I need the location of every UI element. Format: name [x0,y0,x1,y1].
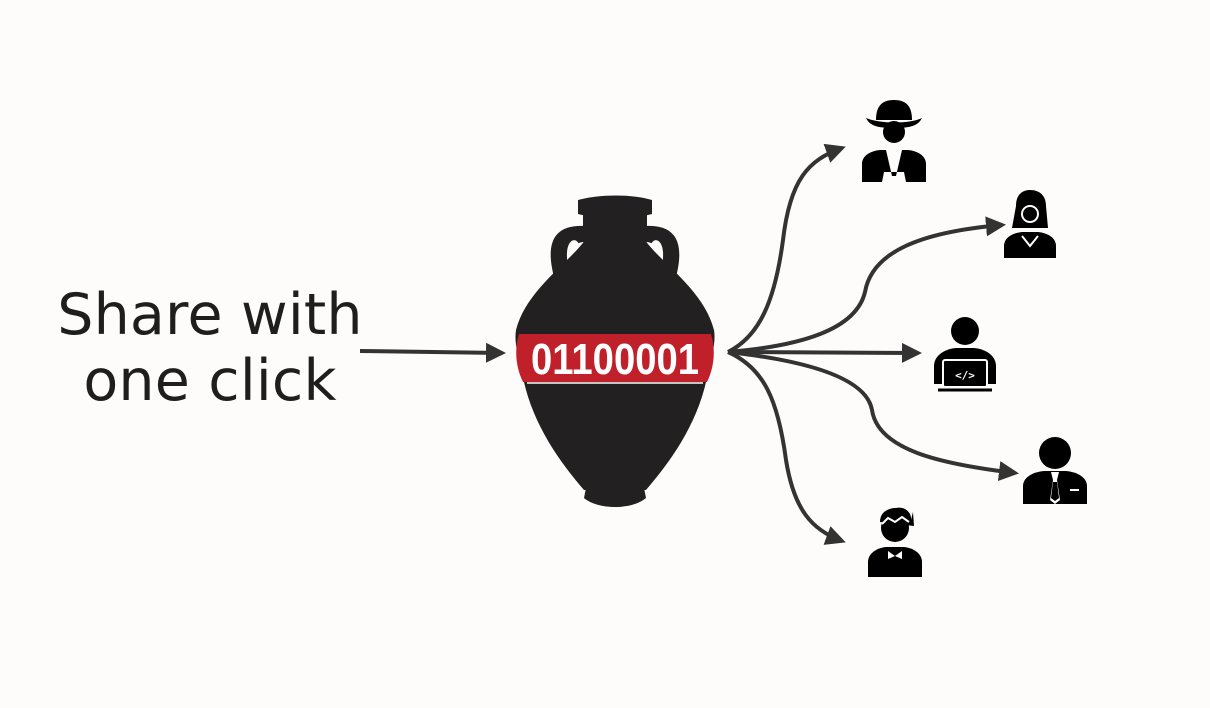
arrow-to-businessman [727,350,1019,482]
arrow-to-detective [727,143,846,354]
arrow-to-young-man [727,350,846,545]
developer-icon: </> [934,317,996,392]
binary-label: 01100001 [531,335,699,384]
output-arrows [727,143,1019,545]
arrow-to-developer [727,342,922,363]
caption-line-2: one click [83,348,337,414]
share-caption: Share with one click [40,282,380,414]
arrow-to-woman [727,216,1006,354]
input-arrow [359,342,506,363]
woman-icon [1004,190,1056,258]
code-symbol-icon: </> [955,369,975,382]
young-man-icon [868,507,922,577]
binary-band: 01100001 [516,334,714,384]
businessman-icon [1023,437,1087,504]
detective-icon [862,100,926,182]
caption-line-1: Share with [57,282,363,348]
